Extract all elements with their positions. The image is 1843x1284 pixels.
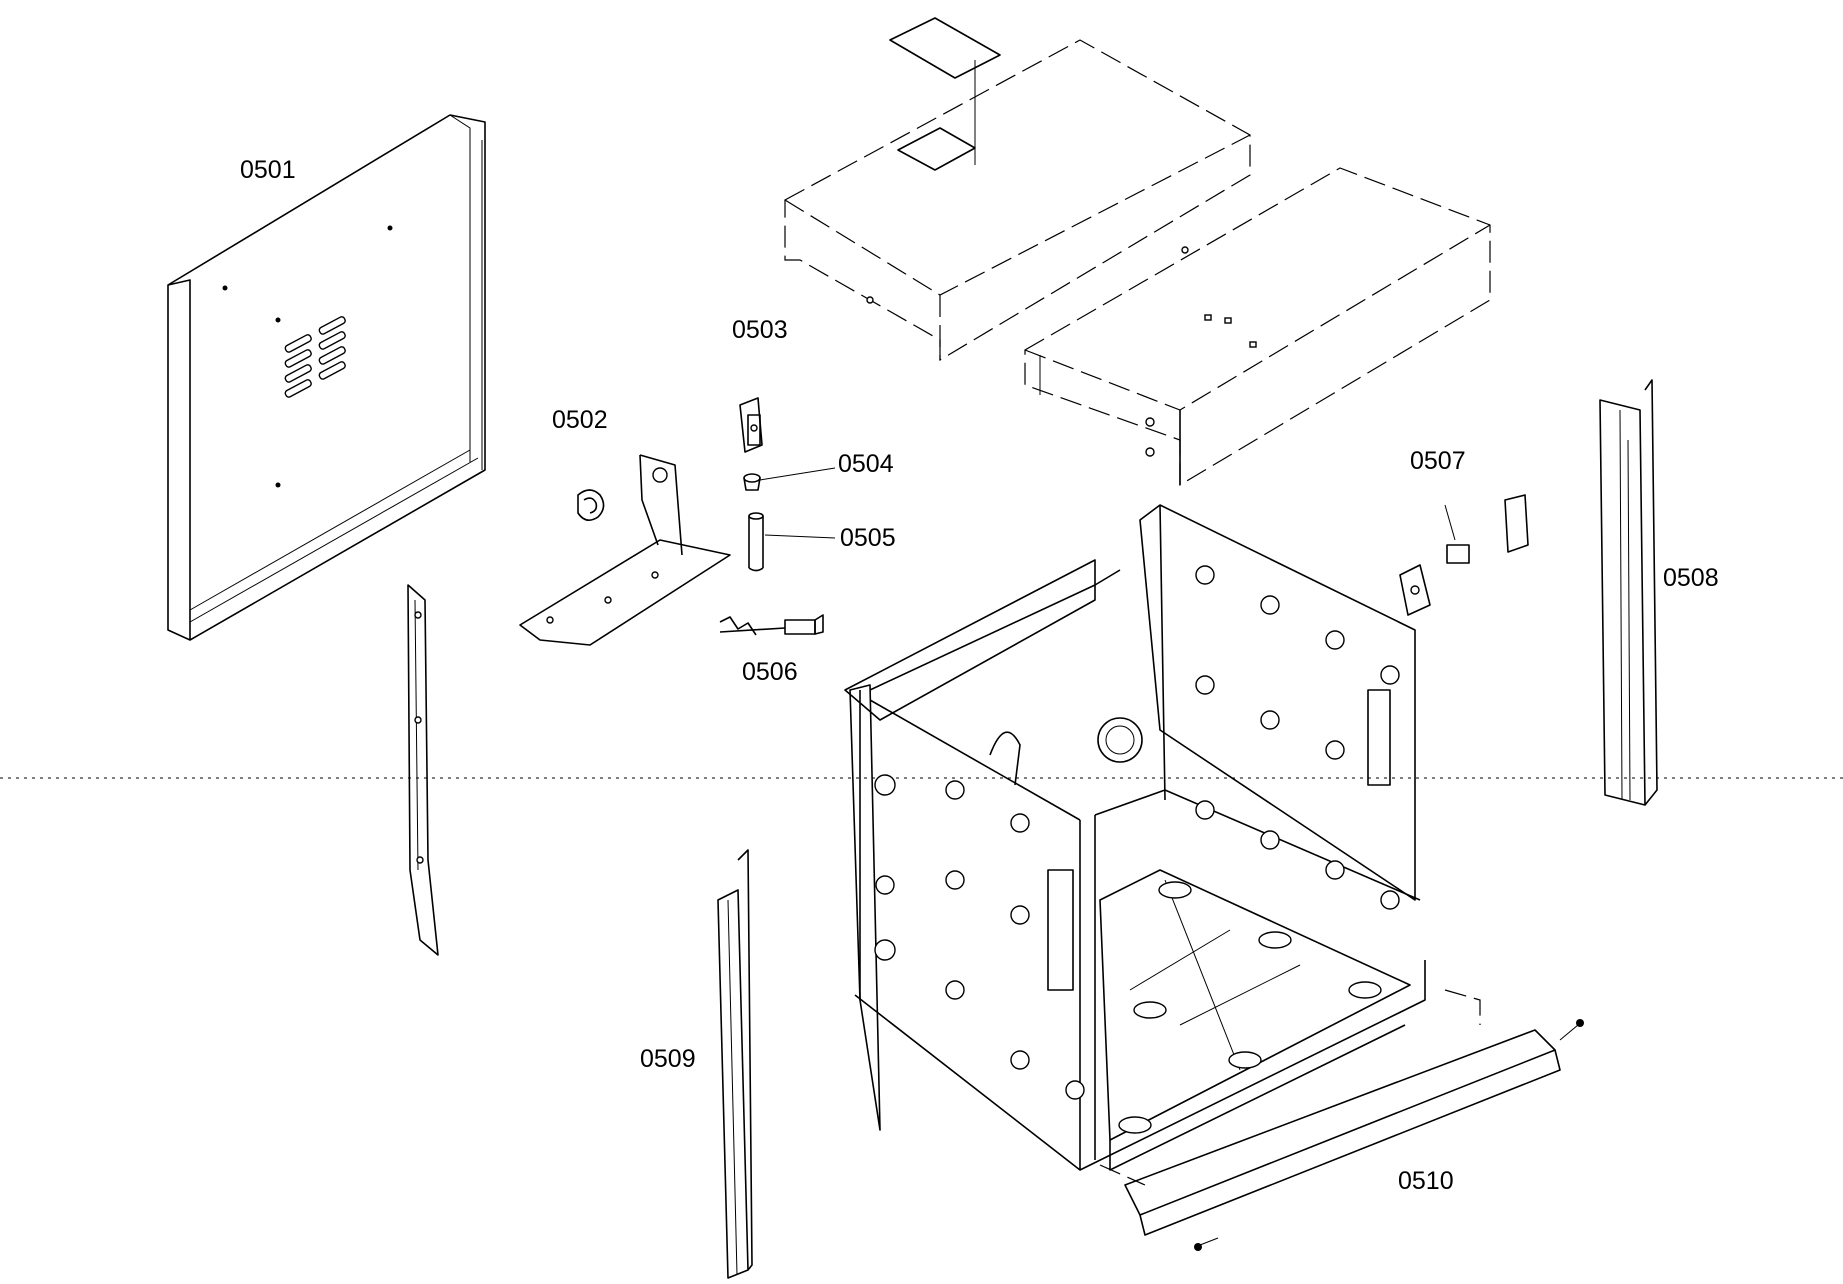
part-label-0502: 0502: [552, 406, 608, 434]
tube-0505: [748, 512, 836, 572]
front-rail-0510: [1099, 989, 1584, 1251]
side-strip-0509: [717, 849, 753, 1279]
part-label-0504: 0504: [838, 450, 894, 478]
switch-0503: [739, 397, 763, 453]
part-0507: [1399, 494, 1529, 616]
back-panel-0501: [167, 114, 486, 641]
part-label-0510: 0510: [1398, 1167, 1454, 1195]
part-label-0507: 0507: [1410, 447, 1466, 475]
part-label-0508: 0508: [1663, 564, 1719, 592]
oven-cavity-frame: [844, 504, 1426, 1171]
part-label-0503: 0503: [732, 316, 788, 344]
part-label-0506: 0506: [742, 658, 798, 686]
part-label-0501: 0501: [240, 156, 296, 184]
part-label-0505: 0505: [840, 524, 896, 552]
mounting-bracket: [519, 454, 731, 646]
sensor-0506: [719, 614, 824, 636]
top-cover-rear: [784, 17, 1251, 362]
part-label-0509: 0509: [640, 1045, 696, 1073]
top-cover-front: [1024, 167, 1491, 487]
clip-0502: [577, 489, 605, 521]
side-bracket: [407, 584, 439, 956]
side-strip-0508: [1599, 379, 1658, 806]
cap-0504: [743, 467, 836, 491]
